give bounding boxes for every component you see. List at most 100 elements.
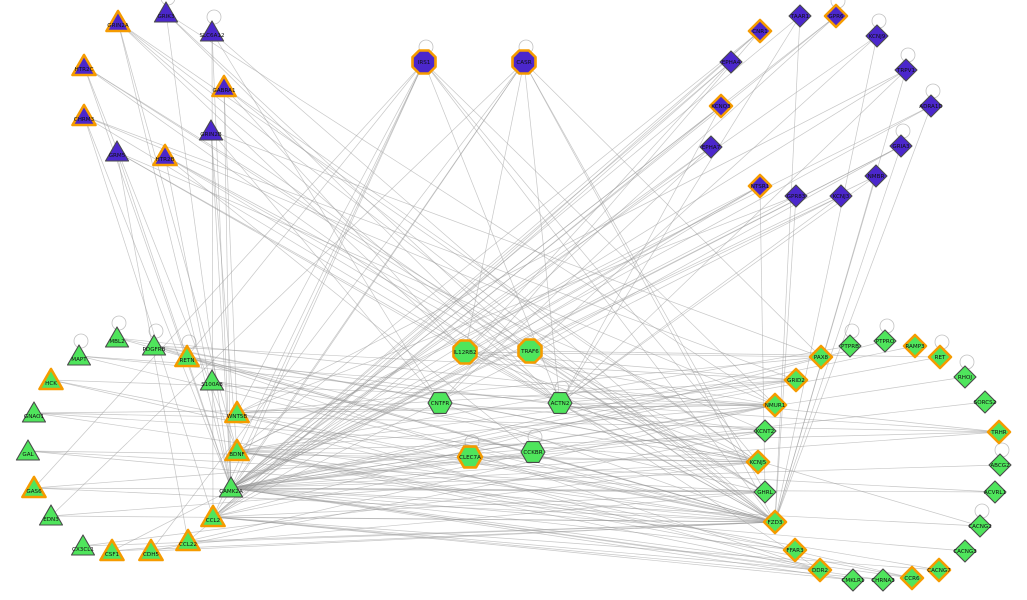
node-IL12RB2[interactable] — [452, 339, 478, 365]
node-KCNJ3[interactable] — [829, 184, 853, 208]
node-PDGFRB[interactable] — [141, 334, 167, 356]
node-FZD3[interactable] — [762, 509, 788, 535]
edge — [559, 15, 801, 404]
edge — [523, 61, 561, 404]
edge — [212, 61, 425, 518]
node-KCNT2[interactable] — [753, 419, 777, 443]
node-IRS1[interactable] — [411, 49, 437, 75]
node-CHRNA3[interactable] — [871, 568, 895, 592]
edge — [236, 379, 797, 452]
node-CNR1[interactable] — [747, 18, 773, 44]
node-RAMP3[interactable] — [902, 333, 928, 359]
node-ACVRL1[interactable] — [983, 480, 1007, 504]
node-CCL22[interactable] — [175, 528, 201, 552]
node-ABCG2[interactable] — [988, 453, 1012, 477]
self-loop-edge — [879, 318, 895, 334]
edge — [464, 351, 776, 406]
node-GRIK3[interactable] — [153, 1, 179, 23]
node-CCR6[interactable] — [899, 565, 925, 591]
node-CNTFR[interactable] — [427, 392, 453, 414]
node-ACTN2[interactable] — [547, 392, 573, 414]
edge — [50, 379, 776, 406]
edge — [559, 175, 877, 404]
self-loop-edge — [895, 123, 911, 139]
node-CASR[interactable] — [511, 49, 537, 75]
node-WNT5B[interactable] — [224, 400, 250, 424]
node-GPR6[interactable] — [823, 3, 849, 29]
node-TAAR1[interactable] — [788, 4, 812, 28]
node-MBL2[interactable] — [104, 326, 130, 348]
node-CMKLR1[interactable] — [841, 568, 865, 592]
edge — [464, 15, 837, 353]
node-EDN3[interactable] — [38, 504, 64, 526]
edge — [230, 356, 822, 489]
node-CCKBR[interactable] — [520, 441, 546, 463]
edge — [211, 380, 776, 523]
node-GAL[interactable] — [15, 439, 41, 461]
edge — [774, 195, 797, 523]
edge — [523, 61, 822, 358]
self-loop-edge — [994, 442, 1010, 458]
node-CACNG2[interactable] — [968, 514, 992, 538]
node-TRAF6[interactable] — [517, 338, 543, 364]
node-KCNJ9[interactable] — [865, 24, 889, 48]
node-TRHR[interactable] — [986, 419, 1012, 445]
node-GAS6[interactable] — [21, 475, 47, 499]
node-HTR2C[interactable] — [71, 53, 97, 77]
node-GHRL[interactable] — [753, 480, 777, 504]
node-CCL2[interactable] — [200, 504, 226, 528]
node-RET[interactable] — [927, 344, 953, 370]
edge — [212, 340, 886, 518]
node-GABRA1[interactable] — [211, 74, 237, 98]
node-CAMK2A[interactable] — [218, 476, 244, 498]
node-KCNQ3[interactable] — [708, 93, 734, 119]
edge — [464, 61, 525, 353]
node-GPR83[interactable] — [784, 184, 808, 208]
node-PAX8[interactable] — [808, 344, 834, 370]
node-CHRM3[interactable] — [71, 103, 97, 127]
edge — [529, 350, 766, 493]
edge — [78, 355, 776, 523]
node-CSF1[interactable] — [99, 538, 125, 562]
node-GRIA3[interactable] — [889, 134, 913, 158]
node-NTSR1[interactable] — [747, 173, 773, 199]
node-TRPV1[interactable] — [894, 58, 918, 82]
node-GRIN2B[interactable] — [198, 119, 224, 141]
edge — [230, 69, 907, 489]
node-CDH5[interactable] — [138, 538, 164, 562]
node-CX3CL1[interactable] — [70, 534, 96, 556]
node-S100A8[interactable] — [199, 369, 225, 391]
node-NMUR1[interactable] — [762, 392, 788, 418]
node-GRIN2A[interactable] — [105, 9, 131, 33]
node-PTPRO[interactable] — [873, 329, 897, 353]
node-CACNG7[interactable] — [926, 557, 952, 583]
node-EPHA4[interactable] — [719, 50, 743, 74]
node-CACNG3[interactable] — [953, 539, 977, 563]
node-HTR2B[interactable] — [152, 143, 178, 167]
node-SORCS2[interactable] — [973, 390, 997, 414]
edge — [529, 35, 878, 352]
node-GRM5[interactable] — [104, 140, 130, 162]
edge — [230, 345, 916, 489]
node-HCK[interactable] — [38, 367, 64, 391]
edge — [529, 145, 902, 352]
node-NMBR[interactable] — [864, 164, 888, 188]
edge — [529, 350, 941, 358]
node-FFAR3[interactable] — [782, 537, 808, 563]
node-DDR2[interactable] — [807, 557, 833, 583]
edge — [212, 516, 884, 581]
node-GRID2[interactable] — [783, 367, 809, 393]
node-SLC6A12[interactable] — [199, 20, 225, 42]
node-PTPRB[interactable] — [838, 334, 862, 358]
node-GNAO1[interactable] — [21, 401, 47, 423]
node-RETN[interactable] — [174, 344, 200, 368]
node-CLEC7A[interactable] — [456, 445, 484, 469]
edge — [211, 31, 214, 518]
node-MAPT[interactable] — [66, 344, 92, 366]
node-RHOJ[interactable] — [953, 365, 977, 389]
node-EPHA7[interactable] — [699, 135, 723, 159]
node-KCNJ5[interactable] — [745, 449, 771, 475]
node-ADRA1D[interactable] — [919, 94, 943, 118]
node-BDNF[interactable] — [224, 438, 250, 462]
edge — [33, 61, 425, 489]
